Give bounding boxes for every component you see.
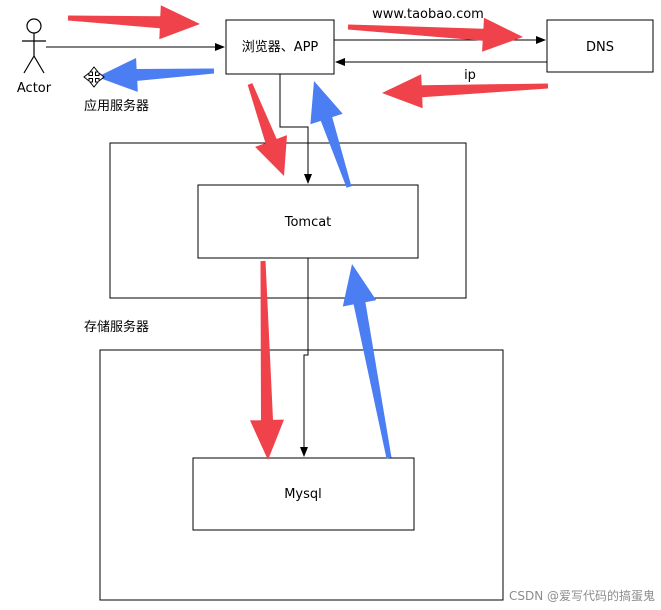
dns-node[interactable]: [546, 19, 654, 73]
edge-tomcat-to-mysql: [300, 258, 309, 457]
edge-browser-to-tomcat: [279, 74, 312, 184]
storage-server-label: 存储服务器: [84, 319, 149, 335]
highlight-arrows: [67, 5, 549, 460]
red-arrow-browser-to-dns: [347, 17, 523, 52]
move-cursor-icon: [83, 66, 105, 88]
red-arrow-tomcat-to-mysql: [250, 260, 284, 460]
blue-arrow-mysql-to-tomcat: [342, 264, 392, 459]
dns-label: DNS: [586, 40, 614, 55]
watermark: CSDN @爱写代码的搞蛋鬼: [509, 588, 655, 603]
red-arrow-browser-to-tomcat: [247, 83, 287, 176]
storage-server-group: [99, 349, 504, 601]
browser-app-node[interactable]: [225, 19, 335, 75]
tomcat-node[interactable]: [197, 184, 419, 259]
actor-figure: [22, 18, 46, 74]
actor-label: Actor: [17, 81, 52, 96]
edge-label-ip: ip: [464, 68, 476, 83]
actor-head: [26, 18, 42, 34]
actor-right-leg: [33, 55, 45, 74]
app-server-group: [109, 142, 467, 299]
blue-arrow-browser-to-actor: [97, 58, 215, 92]
edge-label-domain: www.taobao.com: [372, 7, 484, 22]
tomcat-label: Tomcat: [284, 215, 332, 230]
app-server-label: 应用服务器: [84, 98, 149, 114]
actor-left-leg: [23, 55, 35, 74]
blue-arrow-tomcat-to-browser: [310, 81, 352, 188]
browser-app-label: 浏览器、APP: [242, 39, 319, 55]
mysql-label: Mysql: [284, 487, 322, 502]
mysql-node[interactable]: [192, 457, 415, 531]
red-arrow-dns-to-browser: [382, 74, 549, 109]
red-arrow-actor-to-browser: [67, 5, 201, 40]
